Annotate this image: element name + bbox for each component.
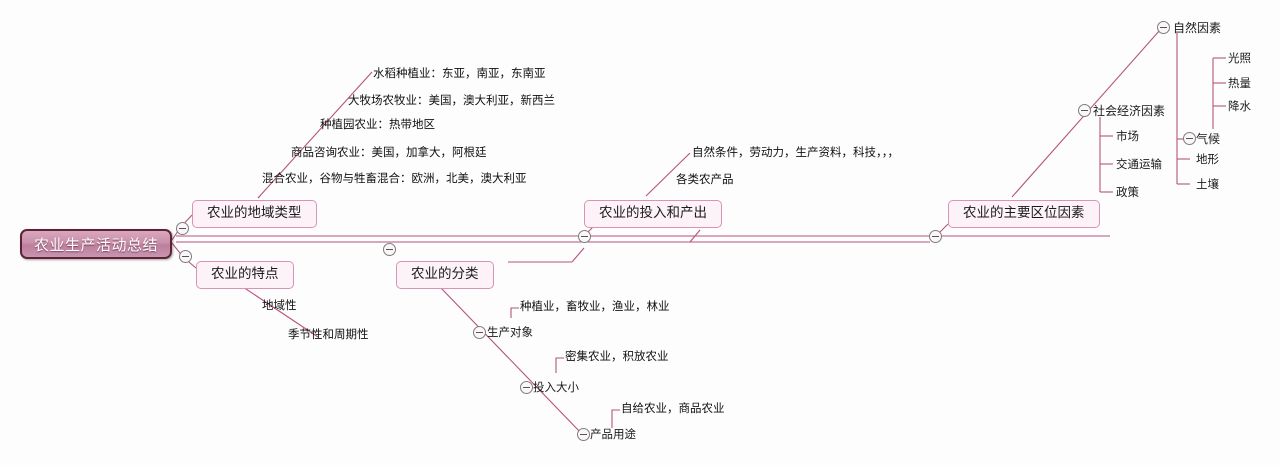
leaf-regional-2: 种植园农业：热带地区	[320, 117, 435, 131]
leaf-characteristics-1: 季节性和周期性	[288, 327, 369, 341]
leaf-market: 市场	[1116, 129, 1139, 143]
leaf-input-output-1: 各类农产品	[676, 172, 734, 186]
node-location-factors[interactable]: 农业的主要区位因素	[948, 200, 1100, 228]
node-product-use[interactable]: 产品用途	[590, 427, 636, 441]
node-classification[interactable]: 农业的分类	[396, 261, 494, 289]
node-input-size[interactable]: 投入大小	[533, 380, 579, 394]
edge-product-use-leaf	[611, 409, 620, 428]
node-climate[interactable]: 气候	[1196, 132, 1221, 146]
collapse-minus-icon-product-use[interactable]	[577, 428, 590, 441]
leaf-regional-0: 水稻种植业：东亚，南亚，东南亚	[373, 66, 546, 80]
node-characteristics[interactable]: 农业的特点	[196, 261, 294, 289]
leaf-heat: 热量	[1228, 76, 1251, 90]
root-node[interactable]: 农业生产活动总结	[20, 229, 172, 259]
leaf-sunlight: 光照	[1228, 51, 1251, 65]
leaf-regional-3: 商品咨询农业：美国，加拿大，阿根廷	[291, 145, 487, 159]
collapse-minus-icon-classification[interactable]	[383, 243, 396, 256]
collapse-minus-icon-characteristics[interactable]	[179, 250, 192, 263]
leaf-policy: 政策	[1116, 185, 1139, 199]
leaf-input-output-0: 自然条件，劳动力，生产资料，科技，，，	[692, 145, 899, 159]
leaf-transportation: 交通运输	[1116, 157, 1162, 171]
leaf-precipitation: 降水	[1228, 99, 1251, 113]
collapse-minus-icon-location-factors[interactable]	[929, 230, 942, 243]
edge-spine-classification-up	[689, 229, 701, 243]
edge-to-classification	[571, 247, 585, 263]
leaf-product-use: 自给农业，商品农业	[621, 401, 725, 415]
node-production-target[interactable]: 生产对象	[487, 325, 533, 339]
leaf-soil: 土壤	[1196, 177, 1219, 191]
leaf-characteristics-0: 地域性	[262, 298, 297, 312]
collapse-minus-icon-climate[interactable]	[1183, 132, 1196, 145]
node-regional-types[interactable]: 农业的地域类型	[192, 200, 317, 228]
leaf-input-size: 密集农业，积放农业	[565, 349, 669, 363]
collapse-minus-icon-social-economic[interactable]	[1078, 104, 1091, 117]
collapse-minus-icon-input-size[interactable]	[520, 381, 533, 394]
node-social-economic-factors[interactable]: 社会经济因素	[1093, 104, 1166, 118]
collapse-minus-icon-natural-factors[interactable]	[1157, 21, 1170, 34]
leaf-terrain: 地形	[1196, 152, 1219, 166]
collapse-minus-icon-regional-types[interactable]	[176, 222, 189, 235]
edge-input-size-leaf	[555, 357, 564, 373]
edge-regional-anchor	[257, 195, 261, 199]
leaf-regional-4: 混合农业，谷物与牲畜混合：欧洲，北美，澳大利亚	[262, 171, 527, 185]
collapse-minus-icon-input-output[interactable]	[578, 230, 591, 243]
collapse-minus-icon-production-target[interactable]	[473, 326, 486, 339]
node-input-output[interactable]: 农业的投入和产出	[584, 200, 722, 228]
leaf-regional-1: 大牧场农牧业：美国，澳大利亚，新西兰	[348, 93, 555, 107]
edge-production-target-leaf	[510, 307, 519, 318]
node-natural-factors[interactable]: 自然因素	[1173, 21, 1222, 35]
leaf-production-target: 种植业，畜牧业，渔业，林业	[520, 299, 670, 313]
